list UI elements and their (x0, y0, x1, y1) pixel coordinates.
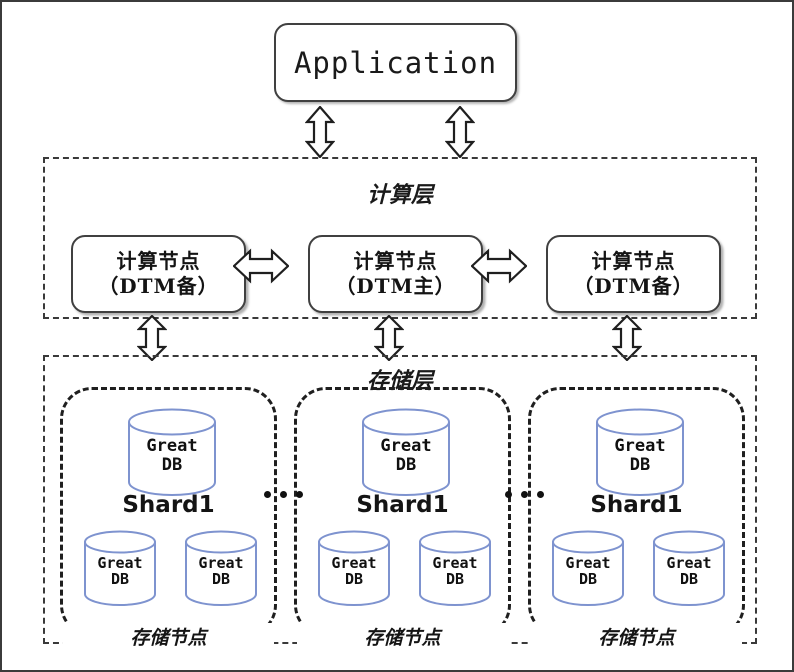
db-label-line2: DB (161, 455, 183, 475)
ellipsis-separator (264, 491, 303, 498)
double-arrow-vertical-icon (444, 105, 476, 163)
compute-node-label-line2: （DTM备） (98, 274, 219, 298)
database-cylinder-label: Great DB (146, 429, 197, 474)
storage-node-label: 存储节点 (531, 623, 742, 650)
double-arrow-vertical-icon (304, 105, 336, 163)
database-cylinder-label: Great DB (198, 549, 243, 588)
compute-layer-title: 计算层 (366, 182, 433, 208)
db-label-line1: Great (146, 436, 198, 457)
storage-node-group[interactable]: Great DB Shard1 Great DB (528, 387, 745, 650)
ellipsis-dot (537, 491, 544, 498)
application-label: Application (293, 45, 498, 80)
application-box: Application (274, 23, 517, 102)
database-cylinder-replica[interactable]: Great DB (651, 530, 727, 606)
database-cylinder-label: Great DB (614, 429, 665, 474)
double-arrow-vertical-icon (136, 314, 168, 366)
storage-node-group[interactable]: Great DB Shard1 Great DB (294, 387, 511, 650)
db-label-line2: DB (211, 570, 231, 588)
storage-layer: 存储层 Great DB Shard1 Gre (43, 355, 757, 650)
database-cylinder-primary[interactable]: Great DB (360, 408, 452, 496)
double-arrow-horizontal-icon (470, 248, 528, 289)
compute-node-primary[interactable]: 计算节点 （DTM主） (308, 235, 483, 313)
database-cylinder-replica[interactable]: Great DB (183, 530, 259, 606)
database-cylinder-replica[interactable]: Great DB (550, 530, 626, 606)
database-cylinder-label: Great DB (331, 549, 376, 588)
compute-node-label-line1: 计算节点 (591, 249, 676, 273)
database-cylinder-primary[interactable]: Great DB (126, 408, 218, 496)
database-cylinder-primary[interactable]: Great DB (594, 408, 686, 496)
double-arrow-vertical-icon (373, 314, 405, 366)
shard-label: Shard1 (356, 492, 449, 518)
storage-node-label: 存储节点 (297, 623, 508, 650)
db-label-line1: Great (614, 436, 666, 457)
database-cylinder-label: Great DB (432, 549, 477, 588)
db-label-line2: DB (629, 455, 651, 475)
database-cylinder-label: Great DB (565, 549, 610, 588)
ellipsis-dot (280, 491, 287, 498)
compute-node-standby-right[interactable]: 计算节点 （DTM备） (546, 235, 721, 313)
database-cylinder-label: Great DB (380, 429, 431, 474)
db-label-line2: DB (445, 570, 465, 588)
db-label-line1: Great (432, 553, 478, 572)
compute-node-label-line2: （DTM备） (573, 274, 694, 298)
db-label-line1: Great (380, 436, 432, 457)
compute-layer: 计算层 计算节点 （DTM备） 计算节点 （DTM主） 计算节点 （DTM备） (43, 157, 757, 319)
ellipsis-dot (264, 491, 271, 498)
compute-node-label-line2: （DTM主） (335, 274, 456, 298)
storage-node-label: 存储节点 (63, 623, 274, 650)
database-cylinder-replica[interactable]: Great DB (82, 530, 158, 606)
double-arrow-horizontal-icon (232, 248, 290, 289)
db-label-line1: Great (331, 553, 377, 572)
double-arrow-vertical-icon (611, 314, 643, 366)
ellipsis-dot (521, 491, 528, 498)
database-cylinder-replica[interactable]: Great DB (417, 530, 493, 606)
database-cylinder-label: Great DB (666, 549, 711, 588)
db-label-line2: DB (578, 570, 598, 588)
db-label-line2: DB (395, 455, 417, 475)
compute-node-standby-left[interactable]: 计算节点 （DTM备） (71, 235, 246, 313)
shard-label: Shard1 (122, 492, 215, 518)
db-label-line2: DB (679, 570, 699, 588)
shard-label: Shard1 (590, 492, 683, 518)
db-label-line1: Great (198, 553, 244, 572)
ellipsis-dot (296, 491, 303, 498)
db-label-line1: Great (97, 553, 143, 572)
compute-node-label-line1: 计算节点 (116, 249, 201, 273)
compute-node-label-line1: 计算节点 (353, 249, 438, 273)
database-cylinder-replica[interactable]: Great DB (316, 530, 392, 606)
db-label-line1: Great (666, 553, 712, 572)
ellipsis-dot (505, 491, 512, 498)
database-cylinder-label: Great DB (97, 549, 142, 588)
db-label-line2: DB (110, 570, 130, 588)
storage-node-group[interactable]: Great DB Shard1 Great DB (60, 387, 277, 650)
db-label-line1: Great (565, 553, 611, 572)
ellipsis-separator (505, 491, 544, 498)
db-label-line2: DB (344, 570, 364, 588)
